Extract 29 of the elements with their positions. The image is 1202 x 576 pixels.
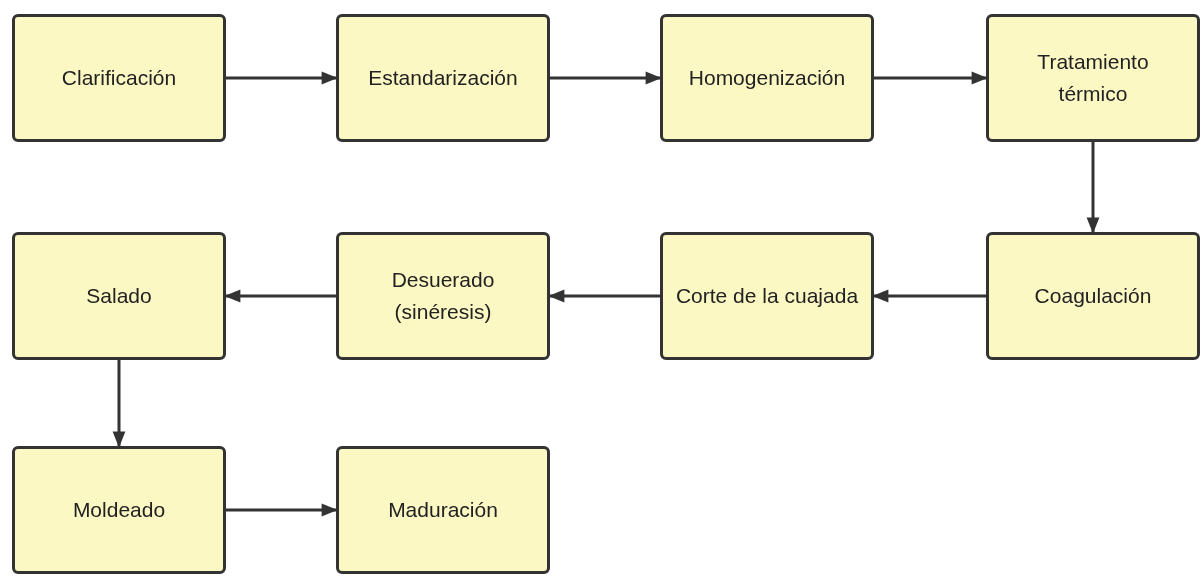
- process-box: [336, 232, 550, 360]
- step-label: Maduración: [388, 497, 498, 523]
- process-box: [336, 14, 550, 142]
- arrow: [226, 71, 338, 85]
- arrow: [224, 289, 336, 303]
- step-label: Tratamiento térmico: [1036, 49, 1150, 107]
- process-box: [12, 446, 226, 574]
- process-box: [986, 232, 1200, 360]
- process-box: [660, 14, 874, 142]
- step-label: Homogenización: [688, 65, 846, 91]
- arrow: [226, 503, 338, 517]
- step-label: Salado: [86, 283, 152, 309]
- arrow: [874, 71, 988, 85]
- arrow: [1086, 142, 1100, 234]
- step-label: Clarificación: [61, 65, 177, 91]
- step-label: Coagulación: [1034, 283, 1152, 309]
- step-label: Corte de la cuajada: [675, 283, 859, 309]
- step-label: Moldeado: [72, 497, 166, 523]
- step-label: Desuerado (sinéresis): [390, 267, 496, 325]
- process-box: [336, 446, 550, 574]
- process-box: [660, 232, 874, 360]
- arrow: [112, 360, 126, 448]
- step-label: Estandarización: [368, 65, 518, 91]
- process-box: [12, 14, 226, 142]
- process-box: [986, 14, 1200, 142]
- arrow: [548, 289, 660, 303]
- arrow: [550, 71, 662, 85]
- process-box: [12, 232, 226, 360]
- arrow: [872, 289, 986, 303]
